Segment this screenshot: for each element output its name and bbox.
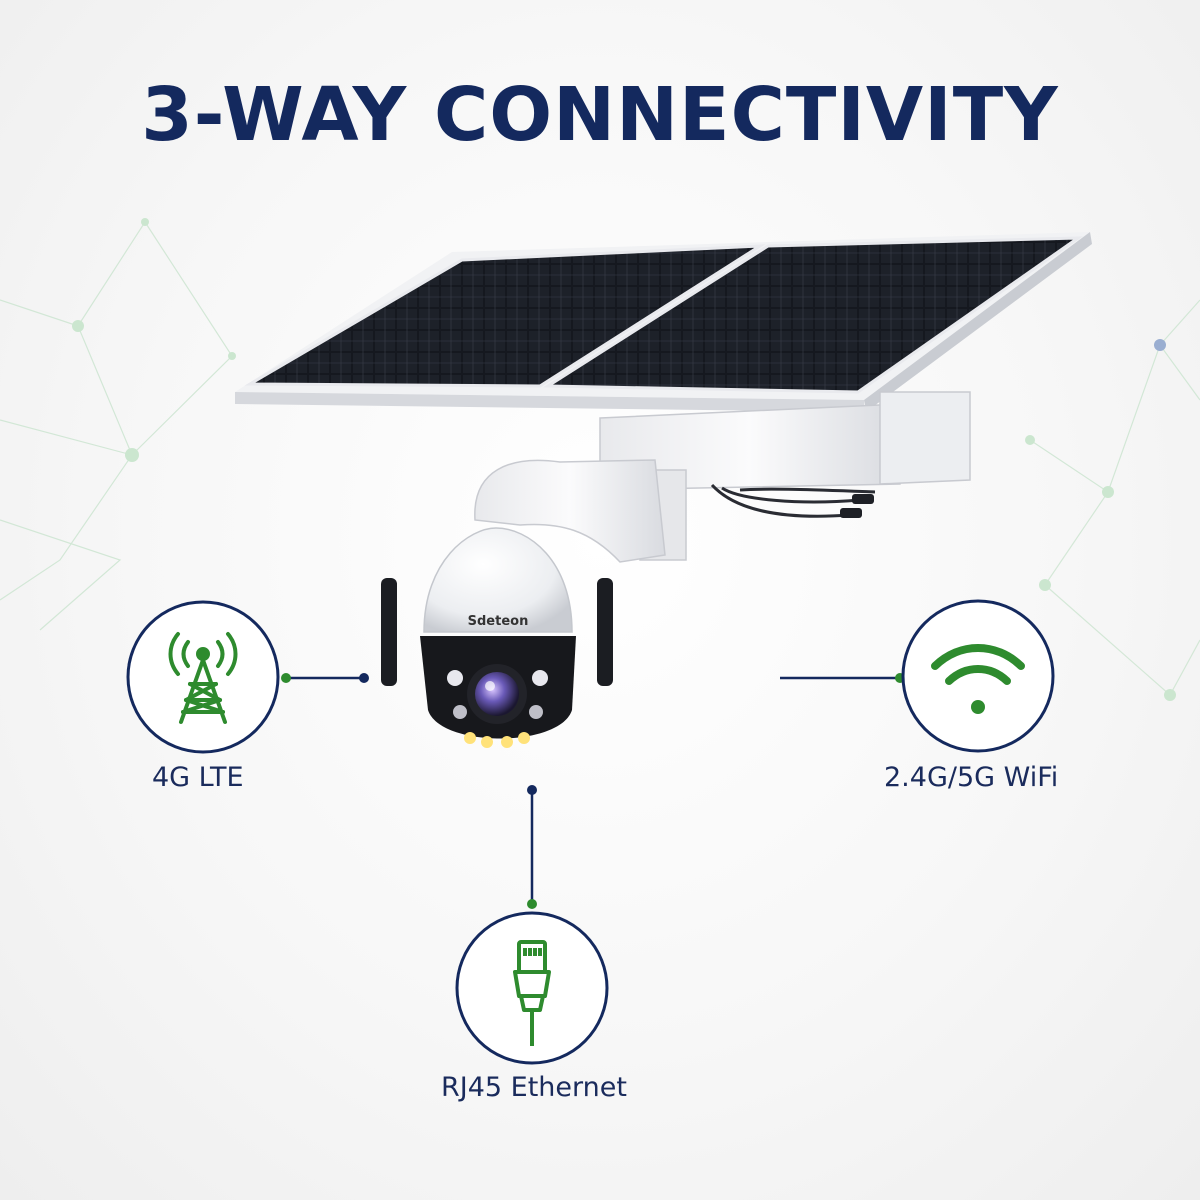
ptz-camera: Sdeteon — [420, 527, 576, 748]
wifi-icon — [931, 644, 1025, 714]
lte-badge — [126, 600, 280, 754]
lte-label: 4G LTE — [152, 762, 244, 793]
network-nodes — [72, 218, 1176, 701]
network-decoration — [0, 220, 1200, 696]
antennas — [381, 578, 613, 686]
solar-panel — [235, 232, 1092, 412]
battery-box — [599, 391, 971, 561]
connector-dots — [281, 673, 905, 909]
ethernet-badge — [455, 911, 609, 1065]
ethernet-cable-icon — [513, 940, 551, 1046]
page-title: 3-WAY CONNECTIVITY — [141, 72, 1059, 158]
camera-mount — [474, 459, 666, 563]
cell-tower-icon — [168, 632, 238, 724]
camera-brand: Sdeteon — [468, 614, 529, 629]
wifi-badge — [901, 599, 1055, 753]
wifi-label: 2.4G/5G WiFi — [884, 762, 1059, 793]
connector-lines — [288, 676, 898, 902]
ethernet-label: RJ45 Ethernet — [441, 1072, 627, 1103]
